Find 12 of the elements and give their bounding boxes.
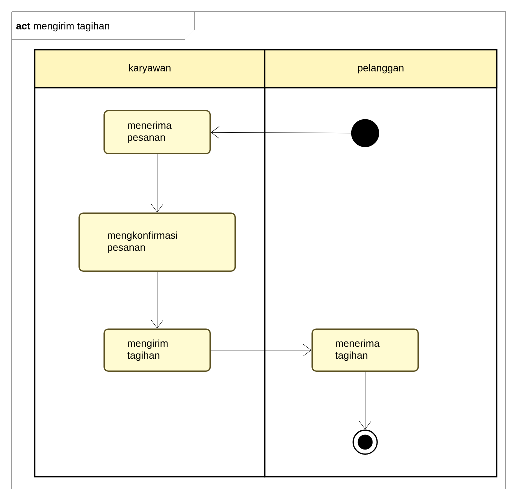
action-box: menerima tagihan	[312, 328, 420, 372]
final-node	[352, 430, 378, 455]
arrow	[359, 372, 372, 430]
initial-node	[351, 119, 380, 148]
action-box: mengirim tagihan	[104, 328, 212, 372]
arrow	[151, 154, 164, 213]
frame-title: act mengirim tagihan	[16, 22, 110, 32]
action-box: mengkonfirmasi pesanan	[78, 212, 236, 272]
arrow	[151, 272, 164, 329]
action-box: menerima pesanan	[104, 110, 212, 155]
arrow	[210, 344, 312, 357]
arrow	[211, 126, 352, 139]
